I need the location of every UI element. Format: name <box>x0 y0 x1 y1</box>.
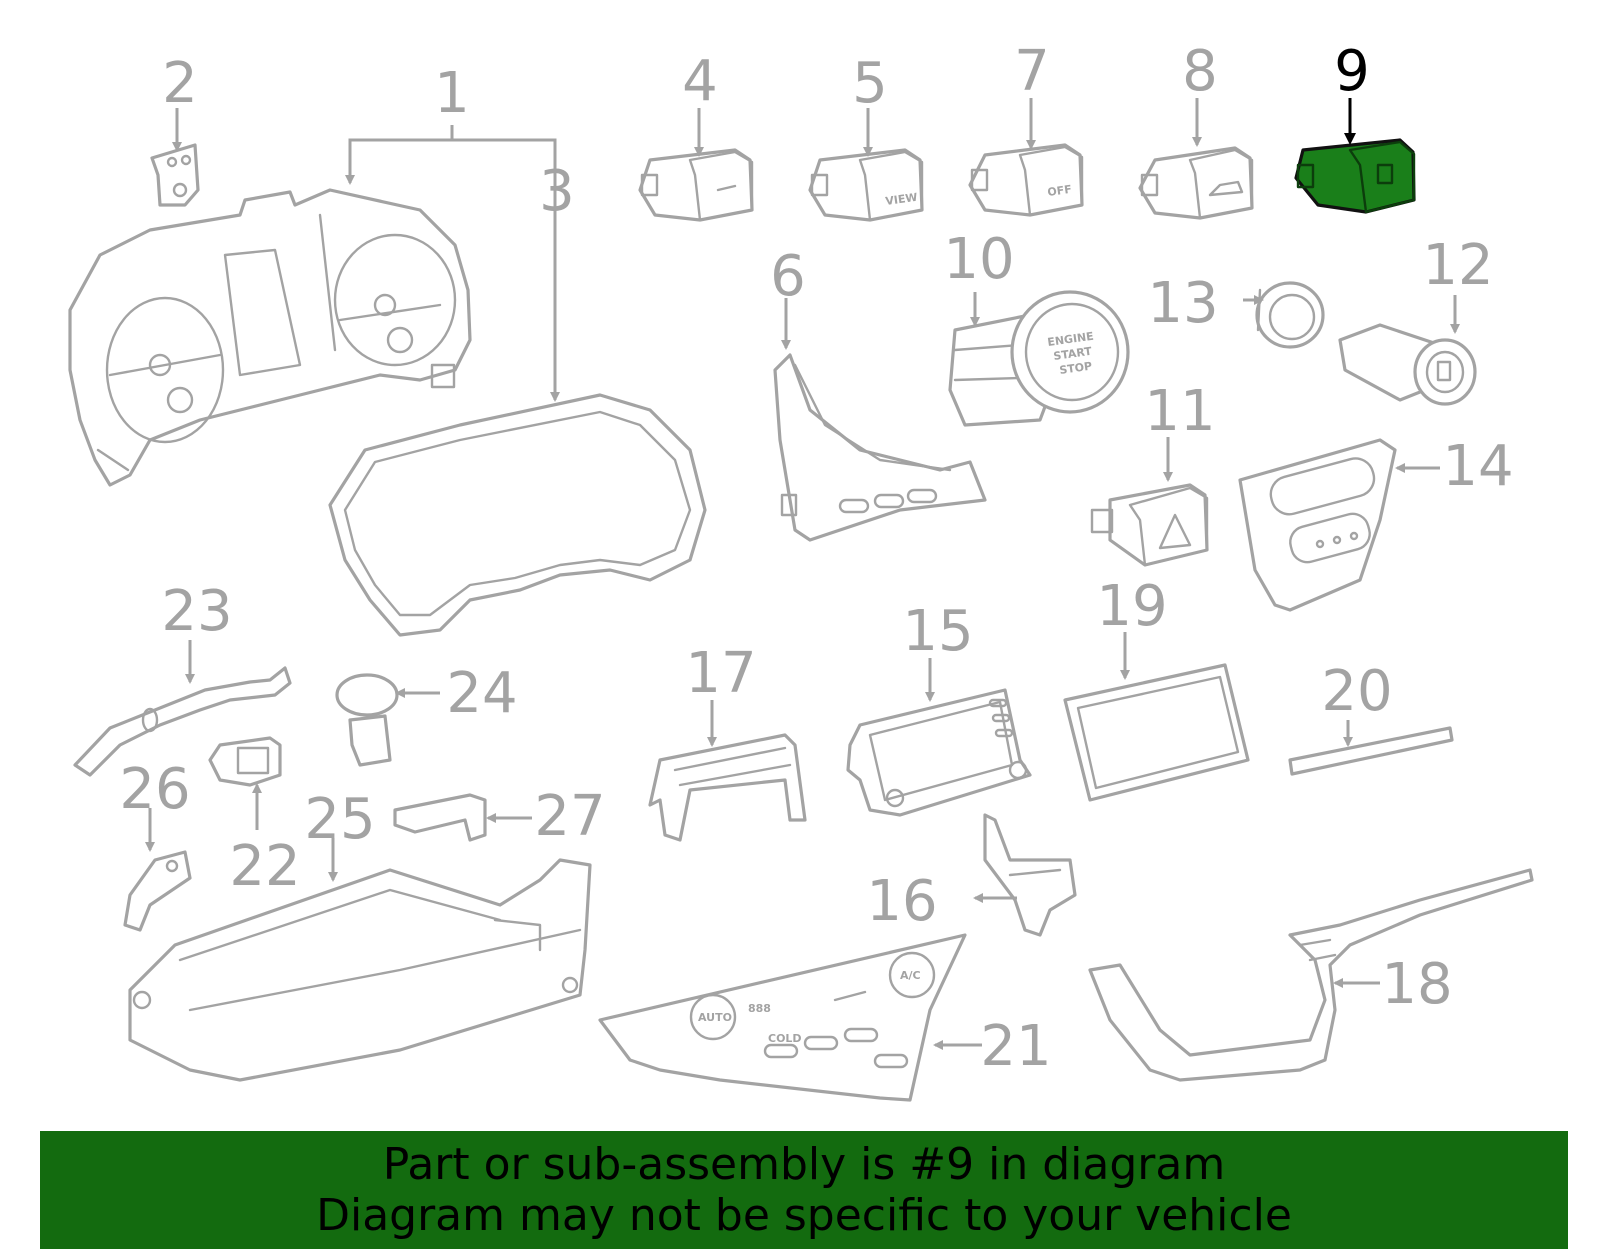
part-13-socket-ring[interactable] <box>1255 281 1325 349</box>
callout-17[interactable]: 17 <box>685 641 756 706</box>
callout-27[interactable]: 27 <box>534 784 605 849</box>
part-16-bracket[interactable] <box>983 813 1077 937</box>
callout-16[interactable]: 16 <box>866 869 937 934</box>
switch-7-label: OFF <box>1047 183 1073 199</box>
part-15-audio-unit[interactable] <box>846 688 1032 817</box>
callout-22[interactable]: 22 <box>229 834 300 899</box>
callout-23[interactable]: 23 <box>161 579 232 644</box>
callout-19[interactable]: 19 <box>1096 574 1167 639</box>
banner-line-2: Diagram may not be specific to your vehi… <box>316 1190 1292 1241</box>
callout-14[interactable]: 14 <box>1442 434 1513 499</box>
part-4-switch[interactable] <box>638 148 754 222</box>
part-21-climate-panel[interactable]: AUTO A/C 888 COLD <box>598 933 967 1102</box>
ignition-label-3: STOP <box>1059 360 1093 377</box>
part-3-cluster-cover[interactable] <box>328 393 707 637</box>
part-18-trim-panel[interactable] <box>1088 868 1534 1082</box>
part-25-console-box[interactable] <box>128 858 592 1082</box>
callout-18[interactable]: 18 <box>1381 952 1452 1017</box>
part-11-hazard-switch[interactable] <box>1090 483 1209 567</box>
climate-display: 888 <box>748 1002 771 1015</box>
callout-13[interactable]: 13 <box>1147 271 1218 336</box>
part-7-switch[interactable]: OFF <box>968 143 1084 217</box>
callout-8[interactable]: 8 <box>1182 39 1218 104</box>
callout-20[interactable]: 20 <box>1321 659 1392 724</box>
ignition-label-2: START <box>1053 345 1093 363</box>
part-8-switch[interactable] <box>1138 146 1254 220</box>
part-14-switch-panel[interactable] <box>1238 438 1397 612</box>
climate-auto-left: AUTO <box>698 1011 732 1024</box>
part-6-panel-trim[interactable] <box>773 353 987 542</box>
callout-11[interactable]: 11 <box>1144 379 1215 444</box>
part-2-bracket[interactable] <box>150 143 200 207</box>
part-23-cable[interactable] <box>73 666 292 777</box>
part-19-display[interactable] <box>1063 663 1250 802</box>
notice-banner: Part or sub-assembly is #9 in diagram Di… <box>40 1131 1568 1249</box>
part-24-grommet[interactable] <box>335 673 399 767</box>
callout-1[interactable]: 1 <box>434 61 470 126</box>
exploded-parts-diagram: VIEW OFF ENGINE START STOP <box>68 39 1534 1102</box>
callout-15[interactable]: 15 <box>902 599 973 664</box>
callout-5[interactable]: 5 <box>852 51 888 116</box>
callout-25[interactable]: 25 <box>304 787 375 852</box>
callout-24[interactable]: 24 <box>446 661 517 726</box>
part-20-trim-strip[interactable] <box>1288 726 1454 776</box>
callout-6[interactable]: 6 <box>770 244 806 309</box>
callout-2[interactable]: 2 <box>162 51 198 116</box>
switch-5-label: VIEW <box>885 191 919 208</box>
climate-cold-label: COLD <box>768 1032 802 1045</box>
part-1-instrument-cluster[interactable] <box>68 188 472 487</box>
part-12-power-socket[interactable] <box>1338 323 1477 406</box>
callout-4[interactable]: 4 <box>682 49 718 114</box>
part-5-switch[interactable]: VIEW <box>808 148 924 222</box>
leader-lines <box>145 98 1460 1050</box>
ignition-label-1: ENGINE <box>1047 330 1095 349</box>
callout-10[interactable]: 10 <box>943 227 1014 292</box>
callout-7[interactable]: 7 <box>1014 39 1050 104</box>
callout-12[interactable]: 12 <box>1422 233 1493 298</box>
climate-auto-right: A/C <box>900 969 921 982</box>
part-17-frame[interactable] <box>648 733 807 842</box>
callout-3[interactable]: 3 <box>539 159 575 224</box>
part-26-bracket[interactable] <box>123 850 192 932</box>
banner-line-1: Part or sub-assembly is #9 in diagram <box>382 1139 1226 1190</box>
part-9-switch-highlighted[interactable] <box>1294 138 1416 214</box>
callout-21[interactable]: 21 <box>980 1014 1051 1079</box>
part-10-ignition-switch[interactable]: ENGINE START STOP <box>948 290 1130 427</box>
callout-26[interactable]: 26 <box>119 757 190 822</box>
part-22-connector[interactable] <box>208 736 282 787</box>
part-27-clip[interactable] <box>393 793 487 842</box>
callout-numbers: 1 2 3 4 5 6 7 8 9 10 11 12 13 14 15 16 1… <box>119 39 1513 1079</box>
callout-9-highlighted[interactable]: 9 <box>1334 39 1370 104</box>
